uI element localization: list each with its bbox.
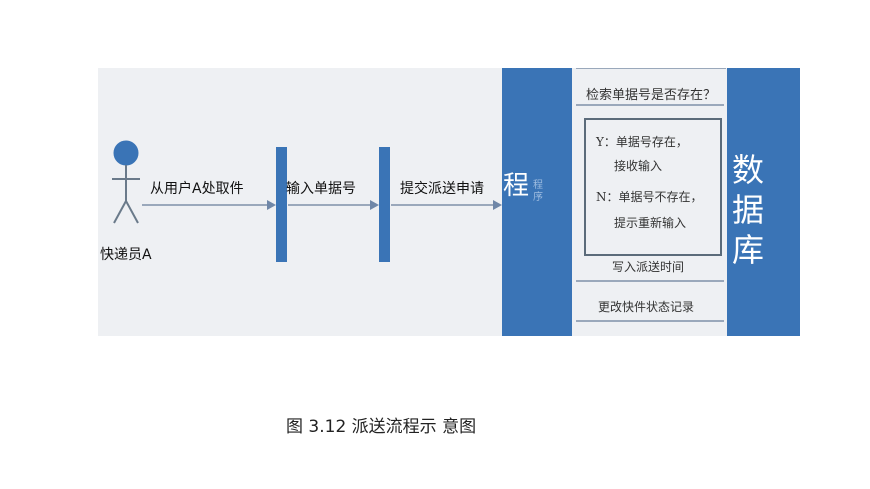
- arrowhead-1-icon: [267, 200, 276, 210]
- arrowhead-3-icon: [493, 200, 502, 210]
- step-check: 检索单据号是否存在？: [586, 88, 717, 103]
- yes-line-2: 接收输入: [614, 159, 663, 173]
- process-box: [502, 68, 572, 336]
- arrow-2: [288, 204, 371, 206]
- actor-figure-icon: [112, 140, 140, 224]
- database-box: [727, 68, 800, 336]
- step-update: 更改快件状态记录: [598, 300, 695, 314]
- arrow-3: [391, 204, 494, 206]
- no-line-2: 提示重新输入: [614, 216, 687, 230]
- step-check-arrow: [576, 104, 724, 106]
- step-write-arrow: [576, 280, 724, 282]
- message-label-1: 从用户A处取件: [150, 181, 244, 197]
- actor-label: 快递员A: [100, 247, 152, 263]
- message-label-3: 提交派送申请: [400, 181, 484, 197]
- arrowhead-2-icon: [370, 200, 379, 210]
- lifeline-bar-1: [276, 147, 287, 262]
- process-label: 程: [503, 171, 530, 201]
- step-write-time: 写入派送时间: [612, 260, 685, 274]
- database-label: 数据库: [731, 151, 764, 269]
- figure-caption: 图 3.12 派送流程示 意图: [286, 417, 477, 437]
- process-faint-label: 程序: [533, 180, 543, 203]
- message-label-2: 输入单据号: [286, 181, 356, 197]
- yes-line-1: Y：单据号存在，: [596, 135, 688, 149]
- no-line-1: N：单据号不存在，: [596, 190, 703, 204]
- diagram-panel: [98, 68, 800, 336]
- arrow-1: [142, 204, 268, 206]
- alt-box: [584, 118, 722, 256]
- step-update-arrow: [576, 320, 724, 322]
- area-top-line: [576, 68, 726, 69]
- lifeline-bar-2: [379, 147, 390, 262]
